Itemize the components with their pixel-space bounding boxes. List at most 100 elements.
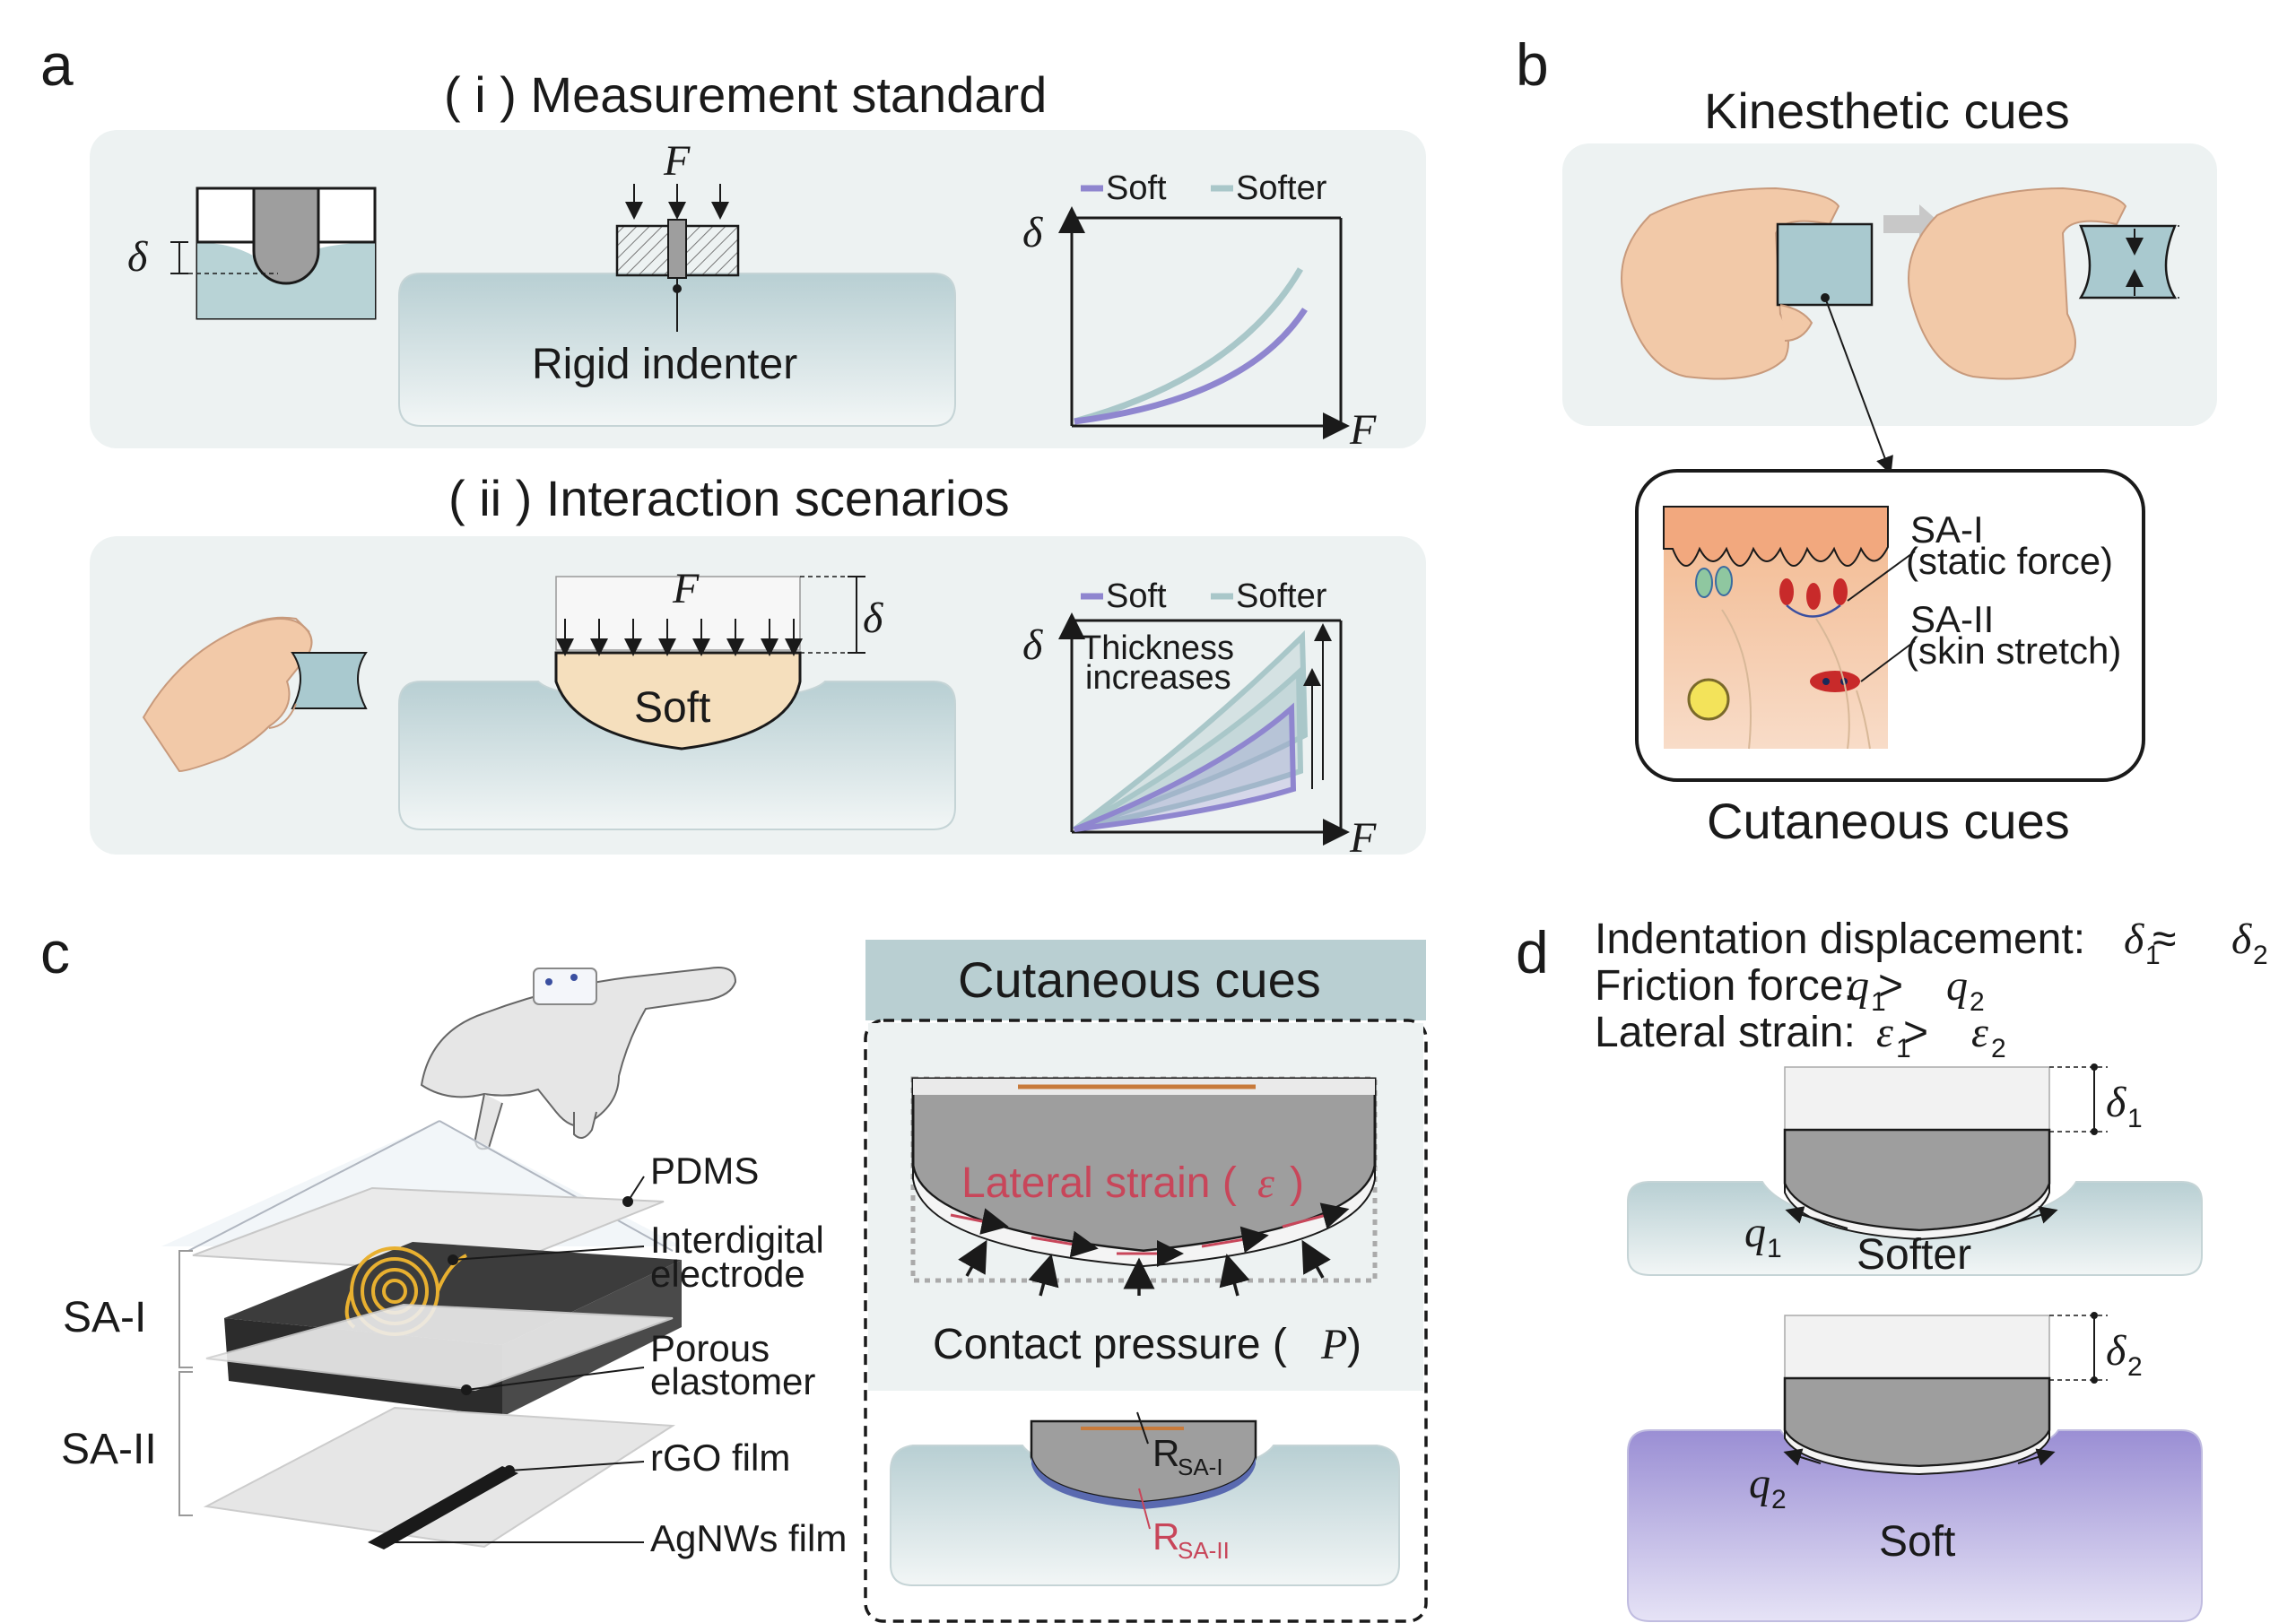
layer-leader-lines bbox=[380, 1176, 645, 1548]
porous-elastomer-layer bbox=[224, 1242, 682, 1345]
lateral-strain-text: Lateral strain: bbox=[1595, 1009, 1856, 1056]
lateral-strain-epsilon: ε bbox=[1257, 1159, 1274, 1207]
sa2-desc: (skin stretch) bbox=[1906, 629, 2121, 672]
hand-holding-block bbox=[1621, 187, 1874, 380]
zoom-pointer bbox=[1824, 297, 1893, 475]
indentation-detail-inset: δ bbox=[127, 187, 377, 320]
softer-label: Softer bbox=[1857, 1231, 1971, 1279]
displacement-force-graph-i: δ F Soft Softer bbox=[1022, 169, 1377, 454]
contact-pressure-close: ) bbox=[1347, 1321, 1361, 1368]
q1-diagram: q bbox=[1744, 1209, 1766, 1256]
greater-sign-2: > bbox=[1903, 1009, 1928, 1056]
thickness-note-2: increases bbox=[1085, 659, 1231, 697]
q2-diagram-sub: 2 bbox=[1771, 1485, 1787, 1515]
q-sub-2: 2 bbox=[1970, 987, 1985, 1017]
hand-squeezing-block bbox=[1908, 187, 2179, 380]
lateral-strain-close: ) bbox=[1290, 1159, 1304, 1207]
r-sa2-subscript: SA-II bbox=[1178, 1537, 1230, 1564]
rgo-label: rGO film bbox=[650, 1436, 790, 1479]
sa1-side-label: SA-I bbox=[63, 1294, 146, 1341]
delta-symbol-2: δ bbox=[2231, 916, 2252, 963]
pdms-label: PDMS bbox=[650, 1150, 759, 1192]
thickness-note-1: Thickness bbox=[1081, 629, 1234, 667]
sa1-bracket bbox=[178, 1250, 193, 1368]
measurement-standard-title: ( i ) Measurement standard bbox=[444, 66, 1047, 123]
soft-label: Soft bbox=[1879, 1518, 1955, 1566]
softer-substrate-scene bbox=[1627, 1063, 2203, 1276]
cone-edge-left bbox=[187, 1120, 440, 1252]
delta1-diagram: δ bbox=[2106, 1079, 2126, 1126]
graph2-y-label: δ bbox=[1022, 621, 1043, 669]
kinesthetic-cues-title: Kinesthetic cues bbox=[1704, 82, 2070, 139]
soft-curve bbox=[1074, 308, 1308, 425]
rigid-indenter-setup: F Rigid indenter bbox=[398, 137, 956, 427]
separator-layer bbox=[205, 1303, 674, 1392]
graph1-x-label: F bbox=[1349, 406, 1377, 454]
q-symbol-2: q bbox=[1946, 962, 1968, 1010]
lateral-strain-label: Lateral strain ( bbox=[961, 1159, 1237, 1207]
r-sa2-symbol: R bbox=[1152, 1515, 1179, 1558]
legend2-softer-label: Softer bbox=[1236, 577, 1327, 615]
deformed-sensor bbox=[910, 1076, 1378, 1297]
soft-substrate-scene bbox=[1627, 1312, 2203, 1622]
cutaneous-cues-title-b: Cutaneous cues bbox=[1707, 793, 2070, 849]
soft-block-label: Soft bbox=[634, 684, 710, 732]
approx-sign: ≈ bbox=[2152, 916, 2176, 963]
force-label-ii: F bbox=[672, 565, 700, 612]
robot-hand bbox=[420, 967, 737, 1150]
cutaneous-cues-header: Cutaneous cues bbox=[958, 951, 1321, 1008]
hand-squeeze-illustration bbox=[142, 616, 368, 773]
greater-sign-1: > bbox=[1878, 962, 1903, 1010]
q-sub-1: 1 bbox=[1871, 987, 1886, 1017]
sa1-desc: (static force) bbox=[1906, 540, 2113, 582]
delta2-diagram-sub: 2 bbox=[2127, 1352, 2143, 1382]
panel-d: d Indentation displacement: δ 1 ≈ δ 2 Fr… bbox=[1516, 916, 2268, 1622]
graph1-y-label: δ bbox=[1022, 209, 1043, 256]
sa1-label: SA-I bbox=[1910, 508, 1984, 551]
delta-label: δ bbox=[127, 233, 148, 281]
friction-force-line: Friction force: q 1 > q 2 bbox=[1595, 962, 1985, 1017]
panel-letter-a: a bbox=[40, 31, 74, 98]
interaction-scenarios-title: ( ii ) Interaction scenarios bbox=[448, 470, 1010, 526]
indentation-displacement-line: Indentation displacement: δ 1 ≈ δ 2 bbox=[1595, 916, 2268, 970]
cutaneous-dashed-frame bbox=[864, 1019, 1428, 1623]
panel-c: c bbox=[40, 919, 1428, 1623]
epsilon-sub-2: 2 bbox=[1991, 1034, 2006, 1063]
panel-letter-b: b bbox=[1516, 31, 1549, 98]
indentation-label: Indentation displacement: bbox=[1595, 916, 2085, 963]
delta2-diagram: δ bbox=[2106, 1327, 2126, 1375]
epsilon-sub-1: 1 bbox=[1896, 1034, 1911, 1063]
legend-soft-label: Soft bbox=[1106, 169, 1167, 207]
elastomer-label-1: Porous bbox=[650, 1327, 770, 1369]
panel-b: b Kinesthetic cues bbox=[1516, 31, 2217, 849]
delta1-diagram-sub: 1 bbox=[2127, 1104, 2143, 1133]
r-sa1-subscript: SA-I bbox=[1178, 1454, 1223, 1480]
q2-diagram: q bbox=[1749, 1460, 1770, 1507]
delta-symbol-1: δ bbox=[2124, 916, 2144, 963]
sa2-label: SA-II bbox=[1910, 598, 1994, 640]
delta-label-ii: δ bbox=[863, 595, 883, 642]
epsilon-symbol-2: ε bbox=[1971, 1009, 1988, 1056]
panel-letter-d: d bbox=[1516, 919, 1549, 985]
agnws-label: AgNWs film bbox=[650, 1517, 847, 1559]
sa2-side-label: SA-II bbox=[61, 1426, 157, 1473]
force-label: F bbox=[663, 137, 691, 185]
skin-cross-section bbox=[1663, 506, 1916, 750]
cone-edge-right bbox=[439, 1120, 674, 1252]
q1-diagram-sub: 1 bbox=[1767, 1234, 1782, 1263]
bottom-substrate bbox=[203, 1406, 676, 1549]
epsilon-symbol-1: ε bbox=[1876, 1009, 1893, 1056]
electrode-label-1: Interdigital bbox=[650, 1219, 824, 1261]
soft-block-setup: F δ Soft bbox=[398, 565, 956, 830]
softer-curve bbox=[1074, 267, 1304, 425]
sensor-on-substrate bbox=[890, 1411, 1400, 1586]
delta-sub-2: 2 bbox=[2253, 941, 2268, 970]
contact-pressure-label: Contact pressure ( bbox=[933, 1321, 1287, 1368]
delta-sub-1: 1 bbox=[2145, 941, 2161, 970]
rigid-indenter-label: Rigid indenter bbox=[532, 341, 797, 388]
lateral-strain-line: Lateral strain: ε 1 > ε 2 bbox=[1595, 1009, 2006, 1063]
friction-label: Friction force: bbox=[1595, 962, 1856, 1010]
legend2-soft-label: Soft bbox=[1106, 577, 1167, 615]
sa2-bracket bbox=[178, 1371, 193, 1516]
